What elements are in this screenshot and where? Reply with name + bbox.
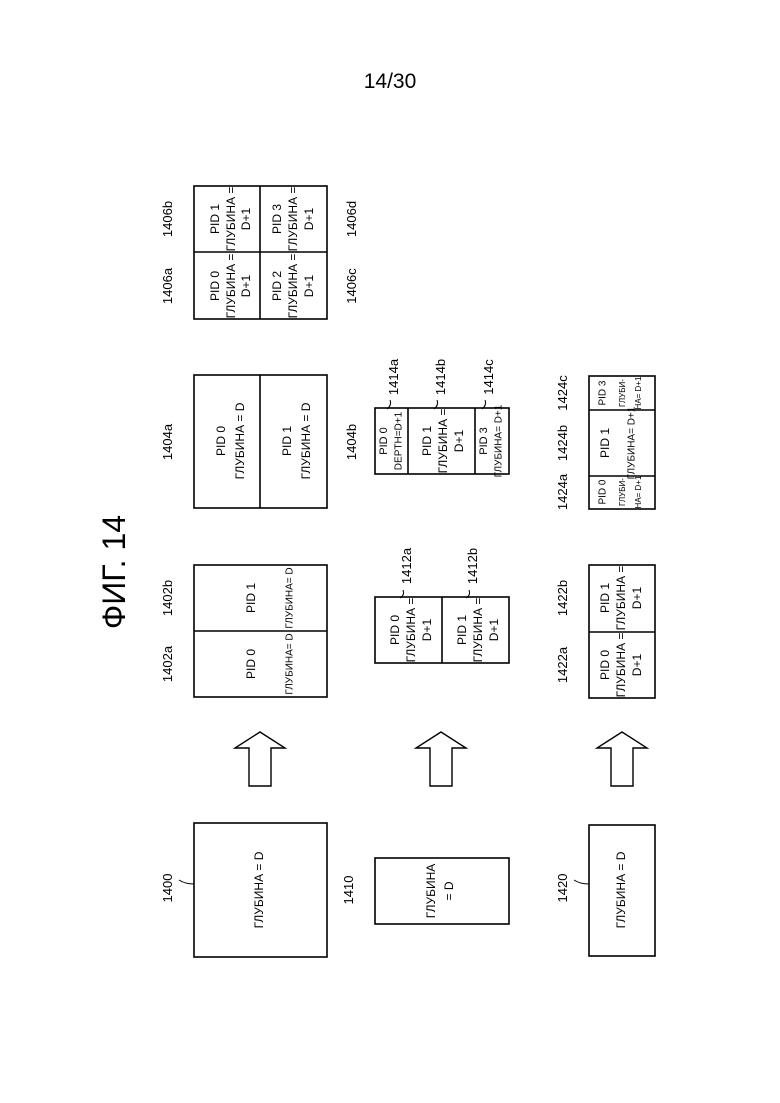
block-1406d-pid: PID 3 bbox=[270, 204, 284, 234]
figure-title: ФИГ. 14 bbox=[96, 515, 132, 629]
block-1406b-depth: ГЛУБИНА = bbox=[224, 187, 238, 252]
block-1412b-pid: PID 1 bbox=[455, 615, 469, 645]
ref-1402a: 1402a bbox=[160, 645, 175, 682]
ref-1410: 1410 bbox=[341, 876, 356, 905]
ref-1406d: 1406d bbox=[344, 201, 359, 237]
block-1406a-depth-value: D+1 bbox=[239, 275, 253, 298]
ref-1404b: 1404b bbox=[344, 424, 359, 460]
block-1422a-depth-value: D+1 bbox=[630, 654, 644, 677]
leader-1420 bbox=[574, 880, 589, 884]
block-1414a-pid: PID 0 bbox=[378, 427, 390, 455]
block-1422b-pid: PID 1 bbox=[598, 583, 612, 613]
block-1422: PID 0 ГЛУБИНА = D+1 PID 1 ГЛУБИНА = D+1 … bbox=[555, 565, 655, 698]
block-1414b-depth-value: D+1 bbox=[452, 430, 466, 453]
block-1402b-pid: PID 1 bbox=[244, 583, 258, 613]
block-1412: PID 0 ГЛУБИНА = D+1 PID 1 ГЛУБИНА = D+1 … bbox=[375, 547, 509, 663]
block-1414c-pid: PID 3 bbox=[478, 427, 490, 455]
block-1424c-depth: ГЛУБИ- bbox=[618, 379, 627, 407]
block-1412b-depth: ГЛУБИНА = bbox=[471, 598, 485, 663]
block-1420: ГЛУБИНА = D 1420 bbox=[555, 825, 655, 956]
block-1406d-depth: ГЛУБИНА = bbox=[286, 187, 300, 252]
block-1414b-pid: PID 1 bbox=[420, 426, 434, 456]
ref-1412a: 1412a bbox=[399, 547, 414, 584]
arrow-1 bbox=[235, 732, 285, 786]
block-1412b-depth-value: D+1 bbox=[487, 619, 501, 642]
block-1406c-depth: ГЛУБИНА = bbox=[286, 254, 300, 319]
ref-1414a: 1414a bbox=[386, 358, 401, 395]
ref-1412b: 1412b bbox=[465, 548, 480, 584]
leader-1400 bbox=[179, 880, 194, 884]
block-1404a-depth: ГЛУБИНА = D bbox=[233, 402, 247, 479]
ref-1422a: 1422a bbox=[555, 646, 570, 683]
block-1422a-pid: PID 0 bbox=[598, 650, 612, 680]
block-1424: PID 0 ГЛУБИ- НА= D+1 PID 1 ГЛУБИНА= D+1 … bbox=[555, 375, 655, 510]
ref-1424a: 1424a bbox=[555, 473, 570, 510]
arrow-2 bbox=[416, 732, 466, 786]
block-1422b-depth-value: D+1 bbox=[630, 587, 644, 610]
block-1424a-depth: ГЛУБИ- bbox=[618, 478, 627, 506]
block-1410-depth-value: = D bbox=[442, 881, 456, 900]
block-1424b-depth: ГЛУБИНА= D+1 bbox=[627, 406, 638, 479]
ref-1422b: 1422b bbox=[555, 580, 570, 616]
ref-1402b: 1402b bbox=[160, 580, 175, 616]
block-1422a-depth: ГЛУБИНА = bbox=[614, 633, 628, 698]
block-1404: PID 0 ГЛУБИНА = D PID 1 ГЛУБИНА = D 1404… bbox=[160, 375, 359, 508]
block-1412a-depth: ГЛУБИНА = bbox=[404, 598, 418, 663]
block-1402: PID 0 ГЛУБИНА= D PID 1 ГЛУБИНА= D 1402a … bbox=[160, 565, 327, 697]
block-1404b-pid: PID 1 bbox=[280, 426, 294, 456]
block-1402a-pid: PID 0 bbox=[244, 649, 258, 679]
ref-1406b: 1406b bbox=[160, 201, 175, 237]
ref-1424c: 1424c bbox=[555, 375, 570, 411]
block-1406d-depth-value: D+1 bbox=[302, 208, 316, 231]
block-1420-depth: ГЛУБИНА = D bbox=[614, 851, 628, 928]
block-1404a-pid: PID 0 bbox=[214, 426, 228, 456]
ref-1424b: 1424b bbox=[555, 425, 570, 461]
block-1406a-pid: PID 0 bbox=[208, 271, 222, 301]
ref-1406c: 1406c bbox=[344, 268, 359, 304]
block-1406a-depth: ГЛУБИНА = bbox=[224, 254, 238, 319]
block-1402b-depth: ГЛУБИНА= D bbox=[285, 567, 296, 628]
block-1406b-depth-value: D+1 bbox=[239, 208, 253, 231]
block-1406: PID 0 ГЛУБИНА = D+1 PID 1 ГЛУБИНА = D+1 … bbox=[160, 186, 359, 319]
block-1400-depth: ГЛУБИНА = D bbox=[252, 851, 266, 928]
ref-1406a: 1406a bbox=[160, 267, 175, 304]
ref-1420: 1420 bbox=[555, 874, 570, 903]
block-1410-depth: ГЛУБИНА bbox=[424, 864, 438, 919]
block-1414c-depth: ГЛУБИНА= D+1 bbox=[494, 404, 505, 477]
block-1414a-depth: DEPTH=D+1 bbox=[394, 411, 405, 470]
block-1412a-pid: PID 0 bbox=[388, 615, 402, 645]
block-1424c-pid: PID 3 bbox=[598, 380, 609, 405]
block-1400: ГЛУБИНА = D 1400 bbox=[160, 823, 327, 957]
block-1406b-pid: PID 1 bbox=[208, 204, 222, 234]
ref-1414b: 1414b bbox=[433, 359, 448, 395]
block-1424b-pid: PID 1 bbox=[598, 428, 612, 458]
block-1422b-depth: ГЛУБИНА = bbox=[614, 566, 628, 631]
block-1406c-pid: PID 2 bbox=[270, 271, 284, 301]
block-1412a-depth-value: D+1 bbox=[420, 619, 434, 642]
ref-1414c: 1414c bbox=[481, 359, 496, 395]
block-1424a-pid: PID 0 bbox=[598, 479, 609, 504]
block-1414: PID 0 DEPTH=D+1 PID 1 ГЛУБИНА = D+1 PID … bbox=[375, 358, 509, 477]
ref-1404a: 1404a bbox=[160, 423, 175, 460]
block-1414b-depth: ГЛУБИНА = bbox=[436, 409, 450, 474]
block-1410: ГЛУБИНА = D 1410 bbox=[341, 858, 509, 924]
ref-1400: 1400 bbox=[160, 874, 175, 903]
block-1404b-depth: ГЛУБИНА = D bbox=[299, 402, 313, 479]
block-1424c-depth-value: НА= D+1 bbox=[634, 376, 643, 409]
block-1406c-depth-value: D+1 bbox=[302, 275, 316, 298]
block-1402a-depth: ГЛУБИНА= D bbox=[285, 633, 296, 694]
arrow-3 bbox=[597, 732, 647, 786]
